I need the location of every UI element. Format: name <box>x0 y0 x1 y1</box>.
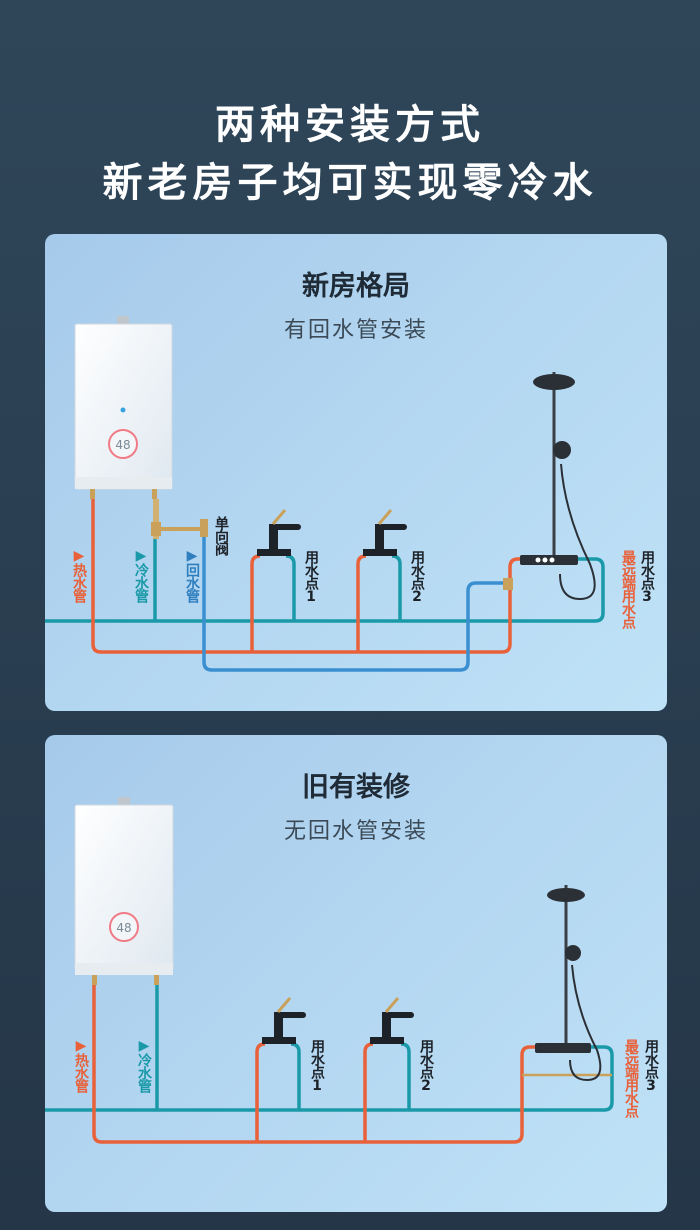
label-point-3: 用水点3 <box>643 1039 659 1093</box>
faucet1-cold <box>285 554 296 621</box>
panel-subtitle: 无回水管安装 <box>283 819 428 844</box>
label-hot-pipe: ▶热水管 <box>71 548 87 602</box>
panel-title: 新房格局 <box>302 271 410 302</box>
faucet2-cold <box>391 554 402 621</box>
label-check-valve: 单向阀 <box>213 516 229 555</box>
return-pipe <box>202 529 505 672</box>
faucet2-hot <box>356 554 367 652</box>
panel-new-house: 48 <box>45 234 667 711</box>
heater-display: 48 <box>116 921 131 935</box>
label-point-2: 用水点2 <box>418 1039 434 1093</box>
water-heater-icon <box>74 316 173 499</box>
cold-pipe <box>45 1045 614 1112</box>
shower-icon <box>503 372 596 601</box>
plumbing-diagram-without-return: 48 <box>45 797 614 1144</box>
faucet1-hot <box>255 1042 266 1142</box>
hot-pipe <box>92 985 545 1144</box>
hot-pipe <box>91 499 535 654</box>
faucet1-hot <box>250 554 261 652</box>
cold-pipe <box>45 557 605 623</box>
label-farthest-point: 最远端用水点 <box>623 1039 639 1117</box>
label-point-3: 用水点3 <box>639 550 655 604</box>
panel-subtitle: 有回水管安装 <box>283 318 428 343</box>
headline-line-2: 新老房子均可实现零冷水 <box>102 160 598 206</box>
shower-icon <box>535 885 602 1082</box>
label-cold-pipe: ▶冷水管 <box>133 548 149 602</box>
label-return-pipe: ▶回水管 <box>184 548 200 602</box>
label-point-1: 用水点1 <box>309 1039 325 1093</box>
label-farthest-point: 最远端用水点 <box>620 550 636 628</box>
label-point-2: 用水点2 <box>409 550 425 604</box>
faucet-1-icon <box>257 509 301 556</box>
label-cold-pipe: ▶冷水管 <box>136 1038 152 1092</box>
check-valve-icon <box>151 499 208 539</box>
faucet-1-icon <box>262 997 306 1044</box>
panel-title: 旧有装修 <box>302 772 410 803</box>
plumbing-diagram-with-return: 48 <box>45 316 605 672</box>
faucet2-cold <box>400 1042 411 1110</box>
faucet1-cold <box>290 1042 301 1110</box>
label-point-1: 用水点1 <box>303 550 319 604</box>
faucet-2-icon <box>370 997 414 1044</box>
water-heater-icon <box>74 797 174 985</box>
faucet-2-icon <box>363 509 407 556</box>
panel-old-house: 48 旧有装修 <box>45 735 667 1212</box>
label-hot-pipe: ▶热水管 <box>73 1038 89 1092</box>
headline-line-1: 两种安装方式 <box>215 102 485 148</box>
faucet2-hot <box>363 1042 374 1142</box>
heater-display: 48 <box>115 438 130 452</box>
